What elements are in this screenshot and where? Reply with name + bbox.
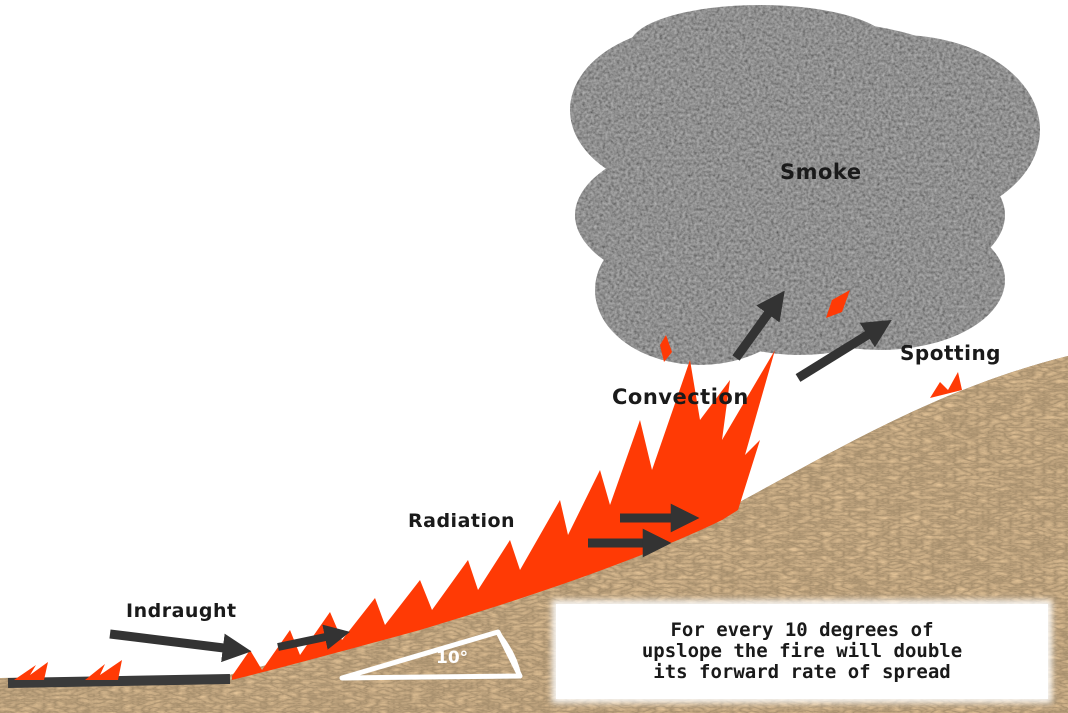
smoke-label: Smoke (780, 160, 862, 184)
flame-left-1 (14, 662, 48, 680)
note-box: For every 10 degrees of upslope the fire… (556, 604, 1048, 699)
note-line-3: its forward rate of spread (572, 662, 1032, 683)
indraught-arrow-1 (110, 634, 240, 650)
note-line-1: For every 10 degrees of (572, 620, 1032, 641)
slope-angle-label: 10° (436, 648, 468, 668)
radiation-label: Radiation (408, 510, 515, 532)
convection-label: Convection (612, 385, 749, 409)
indraught-label: Indraught (126, 600, 237, 622)
note-text: For every 10 degrees of upslope the fire… (572, 620, 1032, 683)
spotting-label: Spotting (900, 341, 1001, 365)
smoke-cloud (570, 5, 1040, 365)
flame-left-2 (85, 660, 122, 680)
note-line-2: upslope the fire will double (572, 641, 1032, 662)
